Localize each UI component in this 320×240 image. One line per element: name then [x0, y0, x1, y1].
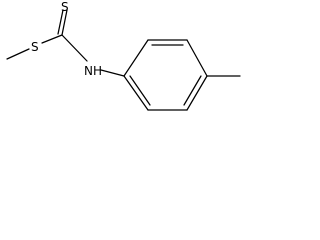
ring-inner-bond-c: [129, 75, 151, 106]
ring-inner-bond-b: [183, 75, 202, 106]
ring-bond-4: [186, 75, 208, 111]
bond-s-c: [41, 34, 63, 44]
bond-c-s-double-b: [57, 9, 64, 35]
atom-label-s-thione: S: [61, 0, 69, 14]
ring-bond-1: [123, 39, 149, 77]
bond-methyl-s: [6, 48, 30, 60]
structure-canvas: S S NH: [0, 0, 246, 116]
atom-label-nh: NH: [84, 64, 102, 78]
bond-c-s-double-a: [61, 9, 68, 36]
chemical-structure: S S NH: [6, 0, 241, 111]
atom-label-s-thioether: S: [31, 40, 39, 54]
ring-bond-6: [123, 75, 149, 111]
ring-bond-3: [186, 39, 208, 77]
bond-c-n: [61, 34, 88, 62]
bond-n-ring: [100, 69, 125, 77]
